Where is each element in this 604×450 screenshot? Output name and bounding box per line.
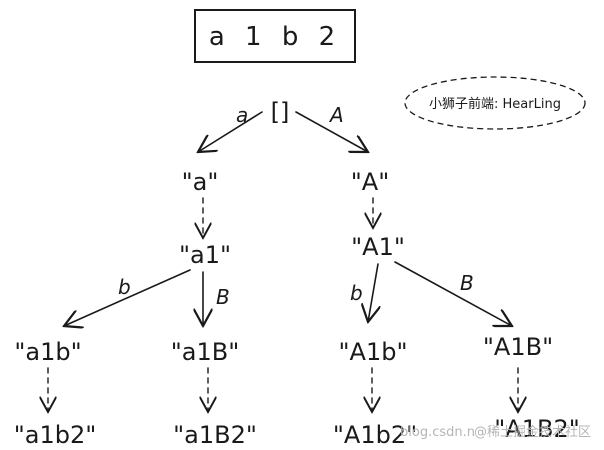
node-a1b: "a1b" [14,338,81,366]
edge-A1-to-A1b [368,263,378,322]
edge-a1-to-a1b [64,269,191,326]
edge-root-to-a [198,111,263,152]
node-a: "a" [182,168,219,196]
edge-label-A1-b: b [350,281,363,305]
watermark-community: @稀土掘金技术社区 [474,424,591,440]
edge-A1-to-A1B [394,261,512,326]
edge-label-root-A: A [328,103,344,127]
node-A1B: "A1B" [483,333,553,361]
edge-label-a1-B: B [216,285,230,309]
node-A: "A" [351,168,390,196]
edge-root-to-A [295,111,368,152]
node-a1B: "a1B" [171,338,240,366]
node-A1b: "A1b" [339,338,408,366]
node-A1B2: "A1B2" [494,415,580,443]
author-tag: 小狮子前端: HearLing [404,76,586,130]
node-A1: "A1" [351,233,405,261]
node-A1b2: "A1b2" [333,421,417,449]
title-text: a 1 b 2 [209,22,341,52]
node-a1b2: "a1b2" [14,421,97,449]
edge-label-a1-b: b [118,275,131,299]
node-a1B2: "a1B2" [173,421,257,449]
watermark-source: blog.csdn.n [400,425,475,440]
edge-label-A1-B: B [460,271,474,295]
node-a1: "a1" [179,241,231,269]
author-tag-ellipse [404,76,586,130]
author-tag-text: 小狮子前端: HearLing [429,96,561,112]
root-node: [] [271,98,290,126]
title-box: a 1 b 2 [194,9,356,63]
title-frame [194,9,356,63]
edge-label-root-a: a [236,103,248,127]
